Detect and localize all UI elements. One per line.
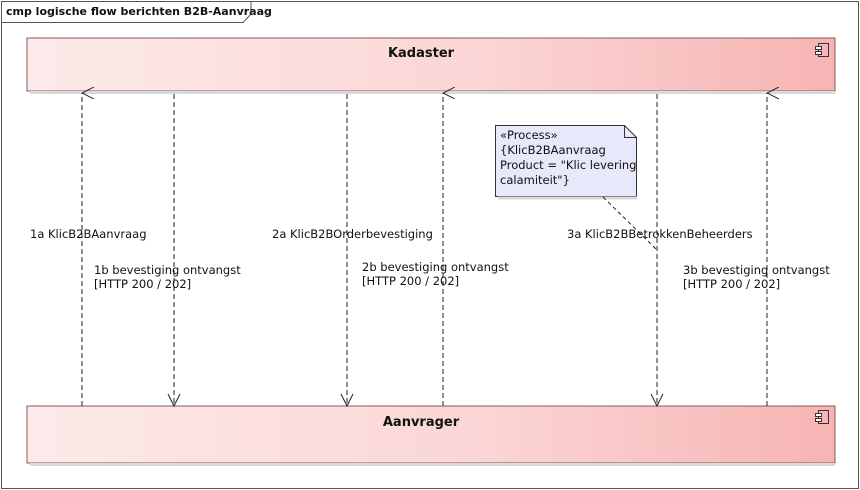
- message-label-line: [HTTP 200 / 202]: [94, 277, 192, 291]
- note-line: Product = "Klic levering: [500, 158, 637, 172]
- process-note-text: «Process» {KlicB2BAanvraag Product = "Kl…: [500, 128, 636, 188]
- arrowhead-2a: [340, 393, 354, 408]
- message-label-1a: 1a KlicB2BAanvraag: [30, 227, 147, 241]
- arrowhead-1b: [167, 393, 181, 408]
- aanvrager-title: Aanvrager: [382, 415, 460, 430]
- note-anchor-line: [602, 196, 658, 251]
- frame-title: cmp logische flow berichten B2B-Aanvraag: [6, 5, 272, 18]
- message-label-line: [HTTP 200 / 202]: [362, 274, 460, 288]
- component-icon: [815, 410, 829, 424]
- process-note[interactable]: [495, 125, 638, 200]
- kadaster-component[interactable]: [26, 37, 836, 94]
- message-label-line: 1b bevestiging ontvangst: [94, 263, 241, 277]
- message-label-1b: 1b bevestiging ontvangst [HTTP 200 / 202…: [94, 263, 241, 291]
- message-label-line: [HTTP 200 / 202]: [683, 277, 781, 291]
- message-label-3b: 3b bevestiging ontvangst [HTTP 200 / 202…: [683, 263, 830, 291]
- message-label-line: 3b bevestiging ontvangst: [683, 263, 830, 277]
- aanvrager-component[interactable]: [26, 405, 836, 466]
- message-label-2a: 2a KlicB2BOrderbevestiging: [272, 227, 433, 241]
- frame-title-tab: [1, 1, 252, 23]
- message-label-2b: 2b bevestiging ontvangst [HTTP 200 / 202…: [362, 260, 509, 288]
- note-stereotype: «Process»: [500, 128, 558, 142]
- note-line: {KlicB2BAanvraag: [500, 143, 606, 157]
- message-label-3a: 3a KlicB2BBetrokkenBeheerders: [567, 227, 753, 241]
- component-icon: [815, 43, 829, 57]
- message-label-line: 2b bevestiging ontvangst: [362, 260, 509, 274]
- arrowhead-3a: [650, 393, 664, 408]
- kadaster-title: Kadaster: [387, 46, 455, 61]
- note-line: calamiteit"}: [500, 173, 570, 187]
